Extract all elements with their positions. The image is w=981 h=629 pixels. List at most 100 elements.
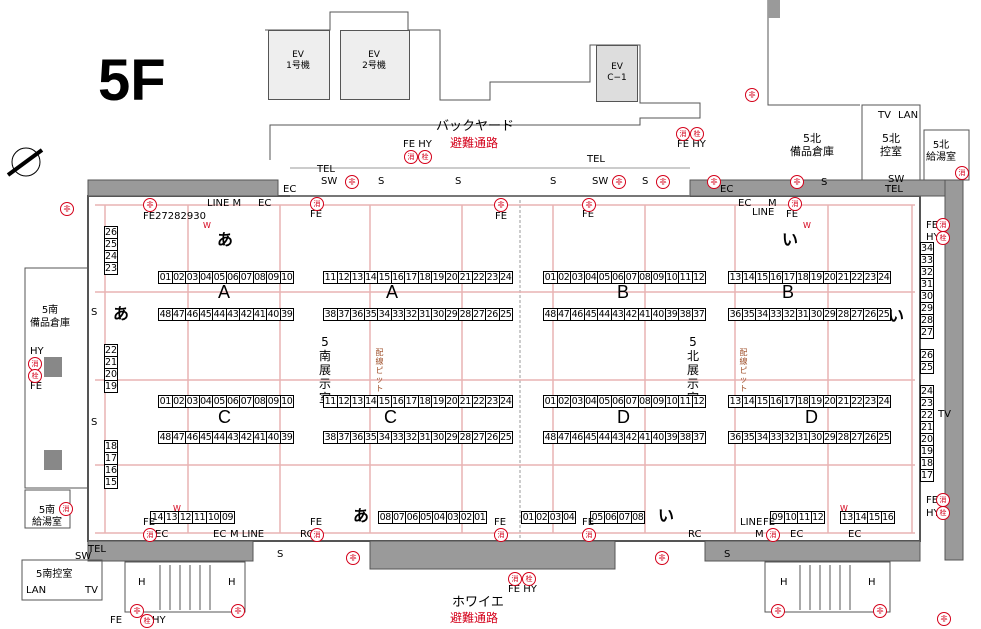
booth: 31: [796, 308, 810, 321]
zone-c-south: C: [218, 407, 231, 427]
booth: 13: [728, 271, 743, 284]
booth: 12: [337, 395, 351, 408]
ec-label-4: EC: [738, 198, 752, 209]
booth: 16: [391, 271, 405, 284]
fe-label-4: FE: [786, 209, 799, 220]
w-label-4: W: [840, 504, 848, 513]
hydrant-symbol: 消: [508, 572, 522, 586]
booth: 13: [840, 511, 855, 524]
booth: 04: [199, 395, 213, 408]
kana-a-west: あ: [113, 304, 130, 323]
booth: 22: [472, 395, 486, 408]
booth: 43: [226, 431, 240, 444]
booth: 29: [823, 308, 837, 321]
booth: 44: [213, 308, 227, 321]
booth: 33: [391, 431, 405, 444]
booth: 43: [226, 308, 240, 321]
sw-label-s: SW: [75, 551, 92, 562]
booth: 10: [784, 511, 798, 524]
booth: 23: [864, 271, 878, 284]
booth: 06: [604, 511, 618, 524]
emergency-exit-symbol: 非: [656, 175, 670, 189]
tv-label-n: TV: [878, 110, 891, 121]
booth: 08: [631, 511, 645, 524]
booth: 26: [486, 431, 500, 444]
h-label-2: H: [228, 577, 236, 588]
booth: 34: [756, 308, 770, 321]
south-kitchen-label: 5南 給湯室: [32, 505, 62, 528]
booth: 33: [920, 255, 934, 267]
booth: 41: [638, 308, 652, 321]
booth: 33: [391, 308, 405, 321]
south-tv-label: TV: [85, 585, 98, 596]
booth: 17: [405, 271, 419, 284]
booth: 25: [920, 362, 934, 374]
booth: 10: [280, 395, 294, 408]
hydrant-valve-symbol: 栓: [690, 127, 704, 141]
emergency-exit-symbol: 非: [873, 604, 887, 618]
booth: 29: [823, 431, 837, 444]
booth: 24: [499, 271, 513, 284]
s-label-9: S: [724, 549, 731, 560]
tel-label-2: TEL: [587, 154, 605, 165]
w-label-1: W: [203, 221, 211, 230]
booth: 19: [920, 446, 934, 458]
booth: 12: [692, 395, 706, 408]
booth: 26: [864, 308, 878, 321]
booth: 28: [920, 315, 934, 327]
emergency-exit-symbol: 非: [745, 88, 759, 102]
h-label-4: H: [868, 577, 876, 588]
elevator-c1-label: EV C−1: [607, 62, 627, 83]
hydrant-symbol: 消: [936, 493, 950, 507]
hydrant-valve-symbol: 栓: [936, 231, 950, 245]
booth: 36: [351, 308, 365, 321]
booth: 08: [638, 395, 652, 408]
booth: 21: [104, 357, 118, 369]
hydrant-valve-symbol: 栓: [418, 150, 432, 164]
booth: 31: [796, 431, 810, 444]
booth: 35: [364, 308, 378, 321]
booth: 17: [920, 470, 934, 482]
kana-i-east: い: [888, 306, 905, 325]
s-label-3: S: [550, 176, 557, 187]
booth: 13: [165, 511, 179, 524]
hy-label-5: HY: [926, 232, 940, 243]
hydrant-symbol: 消: [310, 197, 324, 211]
booth: 31: [920, 279, 934, 291]
kana-i-bottom: い: [658, 506, 675, 525]
kana-i-top: い: [782, 230, 799, 249]
booth: 34: [756, 431, 770, 444]
booth: 38: [679, 431, 693, 444]
booth: 07: [392, 511, 406, 524]
booth: 44: [598, 431, 612, 444]
booth: 08: [253, 395, 267, 408]
emergency-exit-symbol: 非: [143, 198, 157, 212]
booth: 47: [172, 431, 186, 444]
s-label-2: S: [455, 176, 462, 187]
booth: 12: [179, 511, 193, 524]
fe-label-5: FE: [926, 220, 939, 231]
booth: 08: [638, 271, 652, 284]
sw-label-1: SW: [321, 176, 338, 187]
booth: 15: [104, 477, 118, 489]
booth: 19: [810, 271, 824, 284]
booth: 04: [562, 511, 576, 524]
fe-label-3: FE: [582, 209, 595, 220]
booth: 46: [186, 308, 200, 321]
booth: 09: [221, 511, 235, 524]
booth: 23: [864, 395, 878, 408]
fe-label-6: FE: [926, 495, 939, 506]
booth: 06: [226, 271, 240, 284]
booth: 11: [679, 395, 693, 408]
booth: 25: [499, 308, 513, 321]
booth: 24: [877, 395, 891, 408]
sw-label-n: SW: [888, 174, 905, 185]
booth: 43: [611, 308, 625, 321]
booth: 02: [535, 511, 549, 524]
booth: 08: [378, 511, 393, 524]
